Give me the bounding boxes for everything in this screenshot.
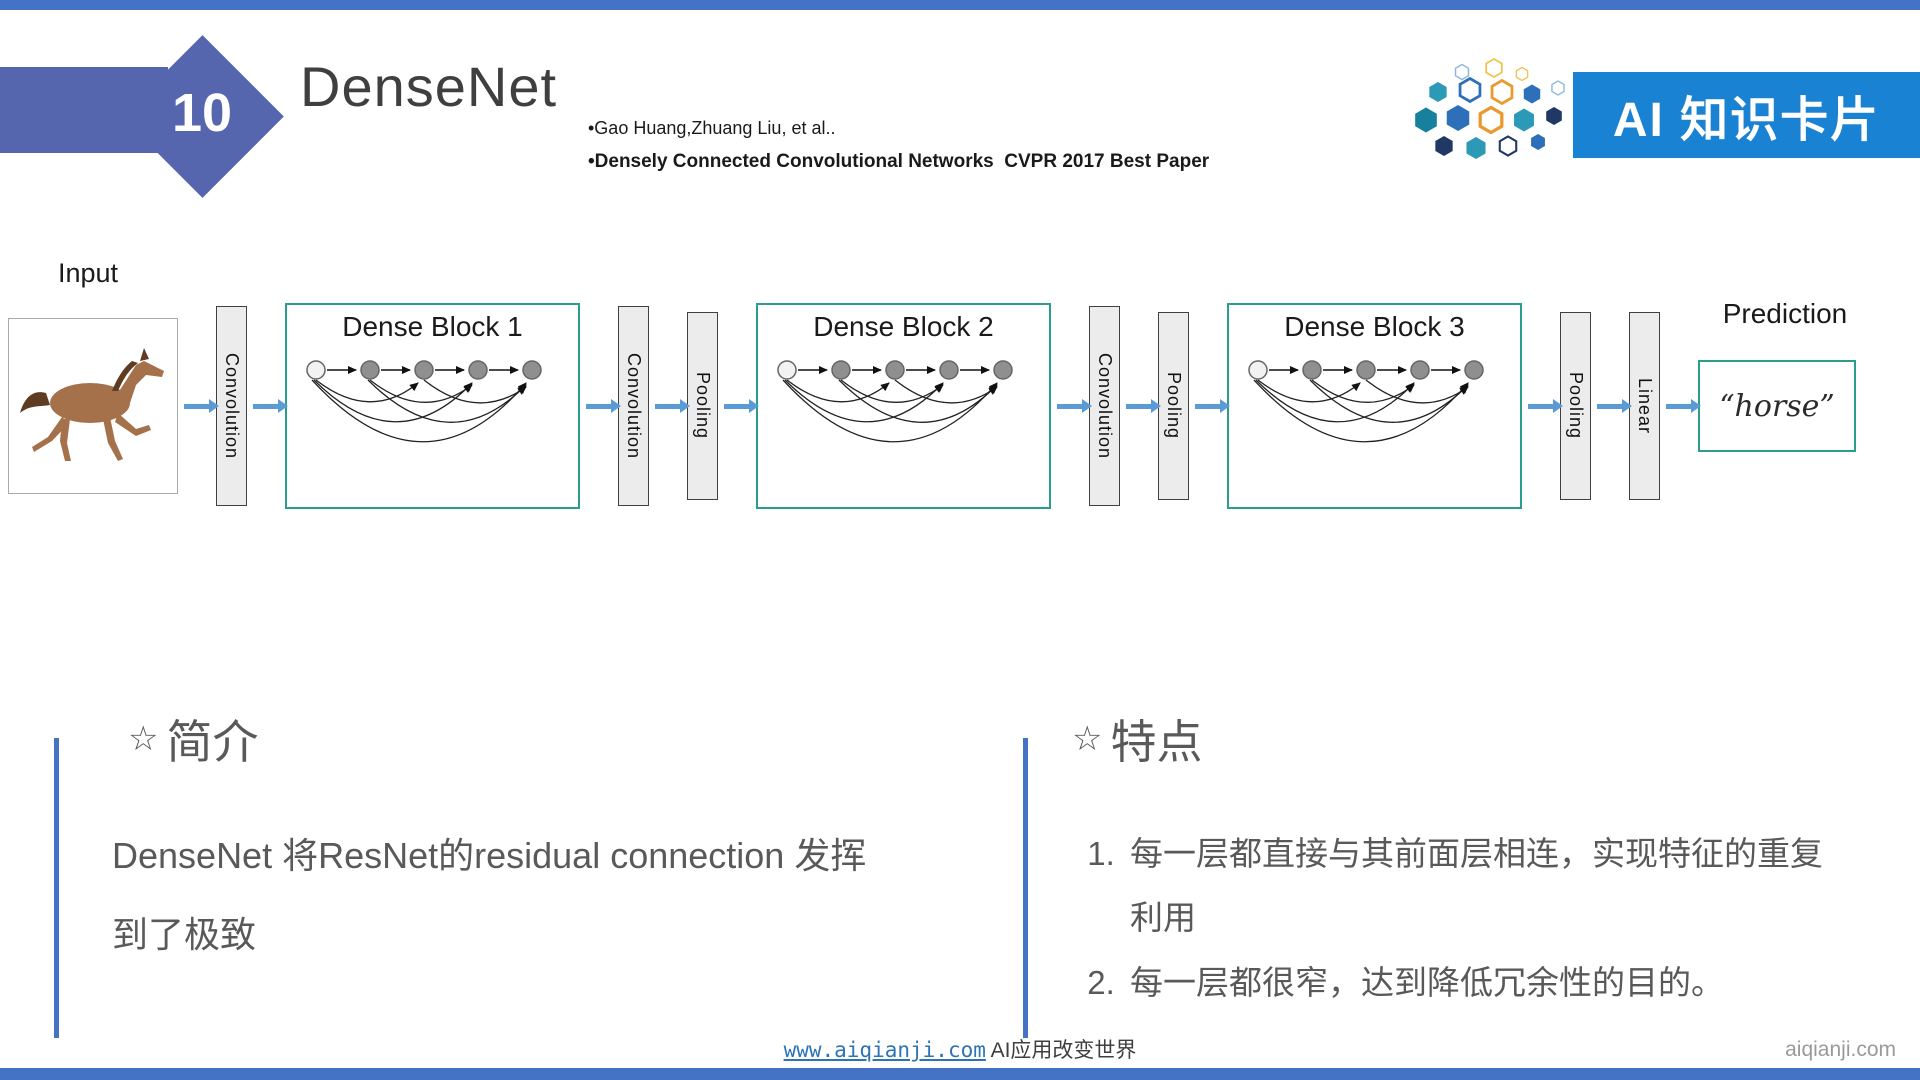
linear-label: Linear xyxy=(1635,377,1655,435)
pooling-label: Pooling xyxy=(1164,372,1184,440)
flow-arrow xyxy=(1528,398,1563,413)
convolution-layer-box: Convolution xyxy=(618,306,649,506)
convolution-layer-box: Convolution xyxy=(216,306,247,506)
flow-arrow xyxy=(184,398,219,413)
dense-block-3: Dense Block 3 xyxy=(1227,303,1522,509)
intro-text-line: 到了极致 xyxy=(112,914,257,956)
pooling-layer-box: Pooling xyxy=(1560,312,1591,500)
convolution-layer-box: Convolution xyxy=(1089,306,1120,506)
input-image-box xyxy=(8,318,178,494)
brand-banner-text: AI 知识卡片 xyxy=(1612,94,1881,147)
features-section-divider xyxy=(1023,738,1028,1038)
features-heading: ☆特点 xyxy=(1072,706,1202,772)
flow-arrow xyxy=(1666,398,1701,413)
convolution-label: Convolution xyxy=(222,352,242,460)
horse-image xyxy=(20,348,164,461)
flow-arrow xyxy=(586,398,621,413)
feature-item: 每一层都很窄，达到降低冗余性的目的。 xyxy=(1124,951,1854,1015)
flow-arrow xyxy=(1126,398,1161,413)
densenet-architecture-pipeline: Convolution Dense Block 1 xyxy=(8,298,1856,514)
top-accent-bar xyxy=(0,0,1920,10)
flow-arrow xyxy=(1597,398,1632,413)
pooling-label: Pooling xyxy=(1566,372,1586,440)
flow-arrow xyxy=(724,398,759,413)
pooling-label: Pooling xyxy=(693,372,713,440)
watermark: aiqianji.com xyxy=(1785,1038,1896,1061)
dense-block-title: Dense Block 2 xyxy=(813,311,994,342)
footer-link[interactable]: www.aiqianji.com xyxy=(783,1038,986,1062)
prediction-label: Prediction xyxy=(1722,298,1848,329)
authors-line: •Gao Huang,Zhuang Liu, et al.. xyxy=(588,118,836,138)
features-heading-label: 特点 xyxy=(1110,716,1203,768)
dense-block-2: Dense Block 2 xyxy=(756,303,1051,509)
intro-text: DenseNet 将ResNet的residual connection 发挥 … xyxy=(112,816,992,974)
dense-connections-diagram xyxy=(305,360,542,443)
convolution-label: Convolution xyxy=(624,352,644,460)
intro-section-divider xyxy=(54,738,59,1038)
intro-heading-label: 简介 xyxy=(166,716,259,768)
input-label: Input xyxy=(58,258,119,288)
page-title: DenseNet xyxy=(300,55,558,118)
pooling-layer-box: Pooling xyxy=(1158,312,1189,500)
dense-connections-diagram xyxy=(776,360,1013,443)
footer: www.aiqianji.com AI应用改变世界 xyxy=(0,1034,1920,1064)
brand-logo-hexagons xyxy=(1415,58,1565,159)
prediction-value: “horse” xyxy=(1719,388,1835,424)
flow-arrow xyxy=(1195,398,1230,413)
feature-item: 每一层都直接与其前面层相连，实现特征的重复利用 xyxy=(1124,822,1854,951)
features-list: 每一层都直接与其前面层相连，实现特征的重复利用 每一层都很窄，达到降低冗余性的目… xyxy=(1072,822,1862,1015)
intro-text-line: DenseNet 将ResNet的residual connection 发挥 xyxy=(112,835,867,876)
dense-block-title: Dense Block 3 xyxy=(1284,311,1465,342)
dense-block-title: Dense Block 1 xyxy=(342,311,523,342)
intro-heading: ☆简介 xyxy=(128,706,258,772)
convolution-label: Convolution xyxy=(1095,352,1115,460)
star-icon: ☆ xyxy=(1072,720,1103,758)
prediction-output-box: “horse” xyxy=(1698,360,1856,452)
dense-connections-diagram xyxy=(1247,360,1484,443)
footer-tagline: AI应用改变世界 xyxy=(990,1039,1137,1062)
paper-reference-line: •Densely Connected Convolutional Network… xyxy=(588,151,1210,172)
dense-block-1: Dense Block 1 xyxy=(285,303,580,509)
bottom-accent-bar xyxy=(0,1068,1920,1080)
pooling-layer-box: Pooling xyxy=(687,312,718,500)
flow-arrow xyxy=(1057,398,1092,413)
flow-arrow xyxy=(253,398,288,413)
brand-banner: AI 知识卡片 xyxy=(1573,72,1920,158)
linear-layer-box: Linear xyxy=(1629,312,1660,500)
star-icon: ☆ xyxy=(128,720,159,758)
card-number: 10 xyxy=(171,83,233,143)
header-notes: •Gao Huang,Zhuang Liu, et al.. •Densely … xyxy=(588,118,1209,173)
flow-arrow xyxy=(655,398,690,413)
